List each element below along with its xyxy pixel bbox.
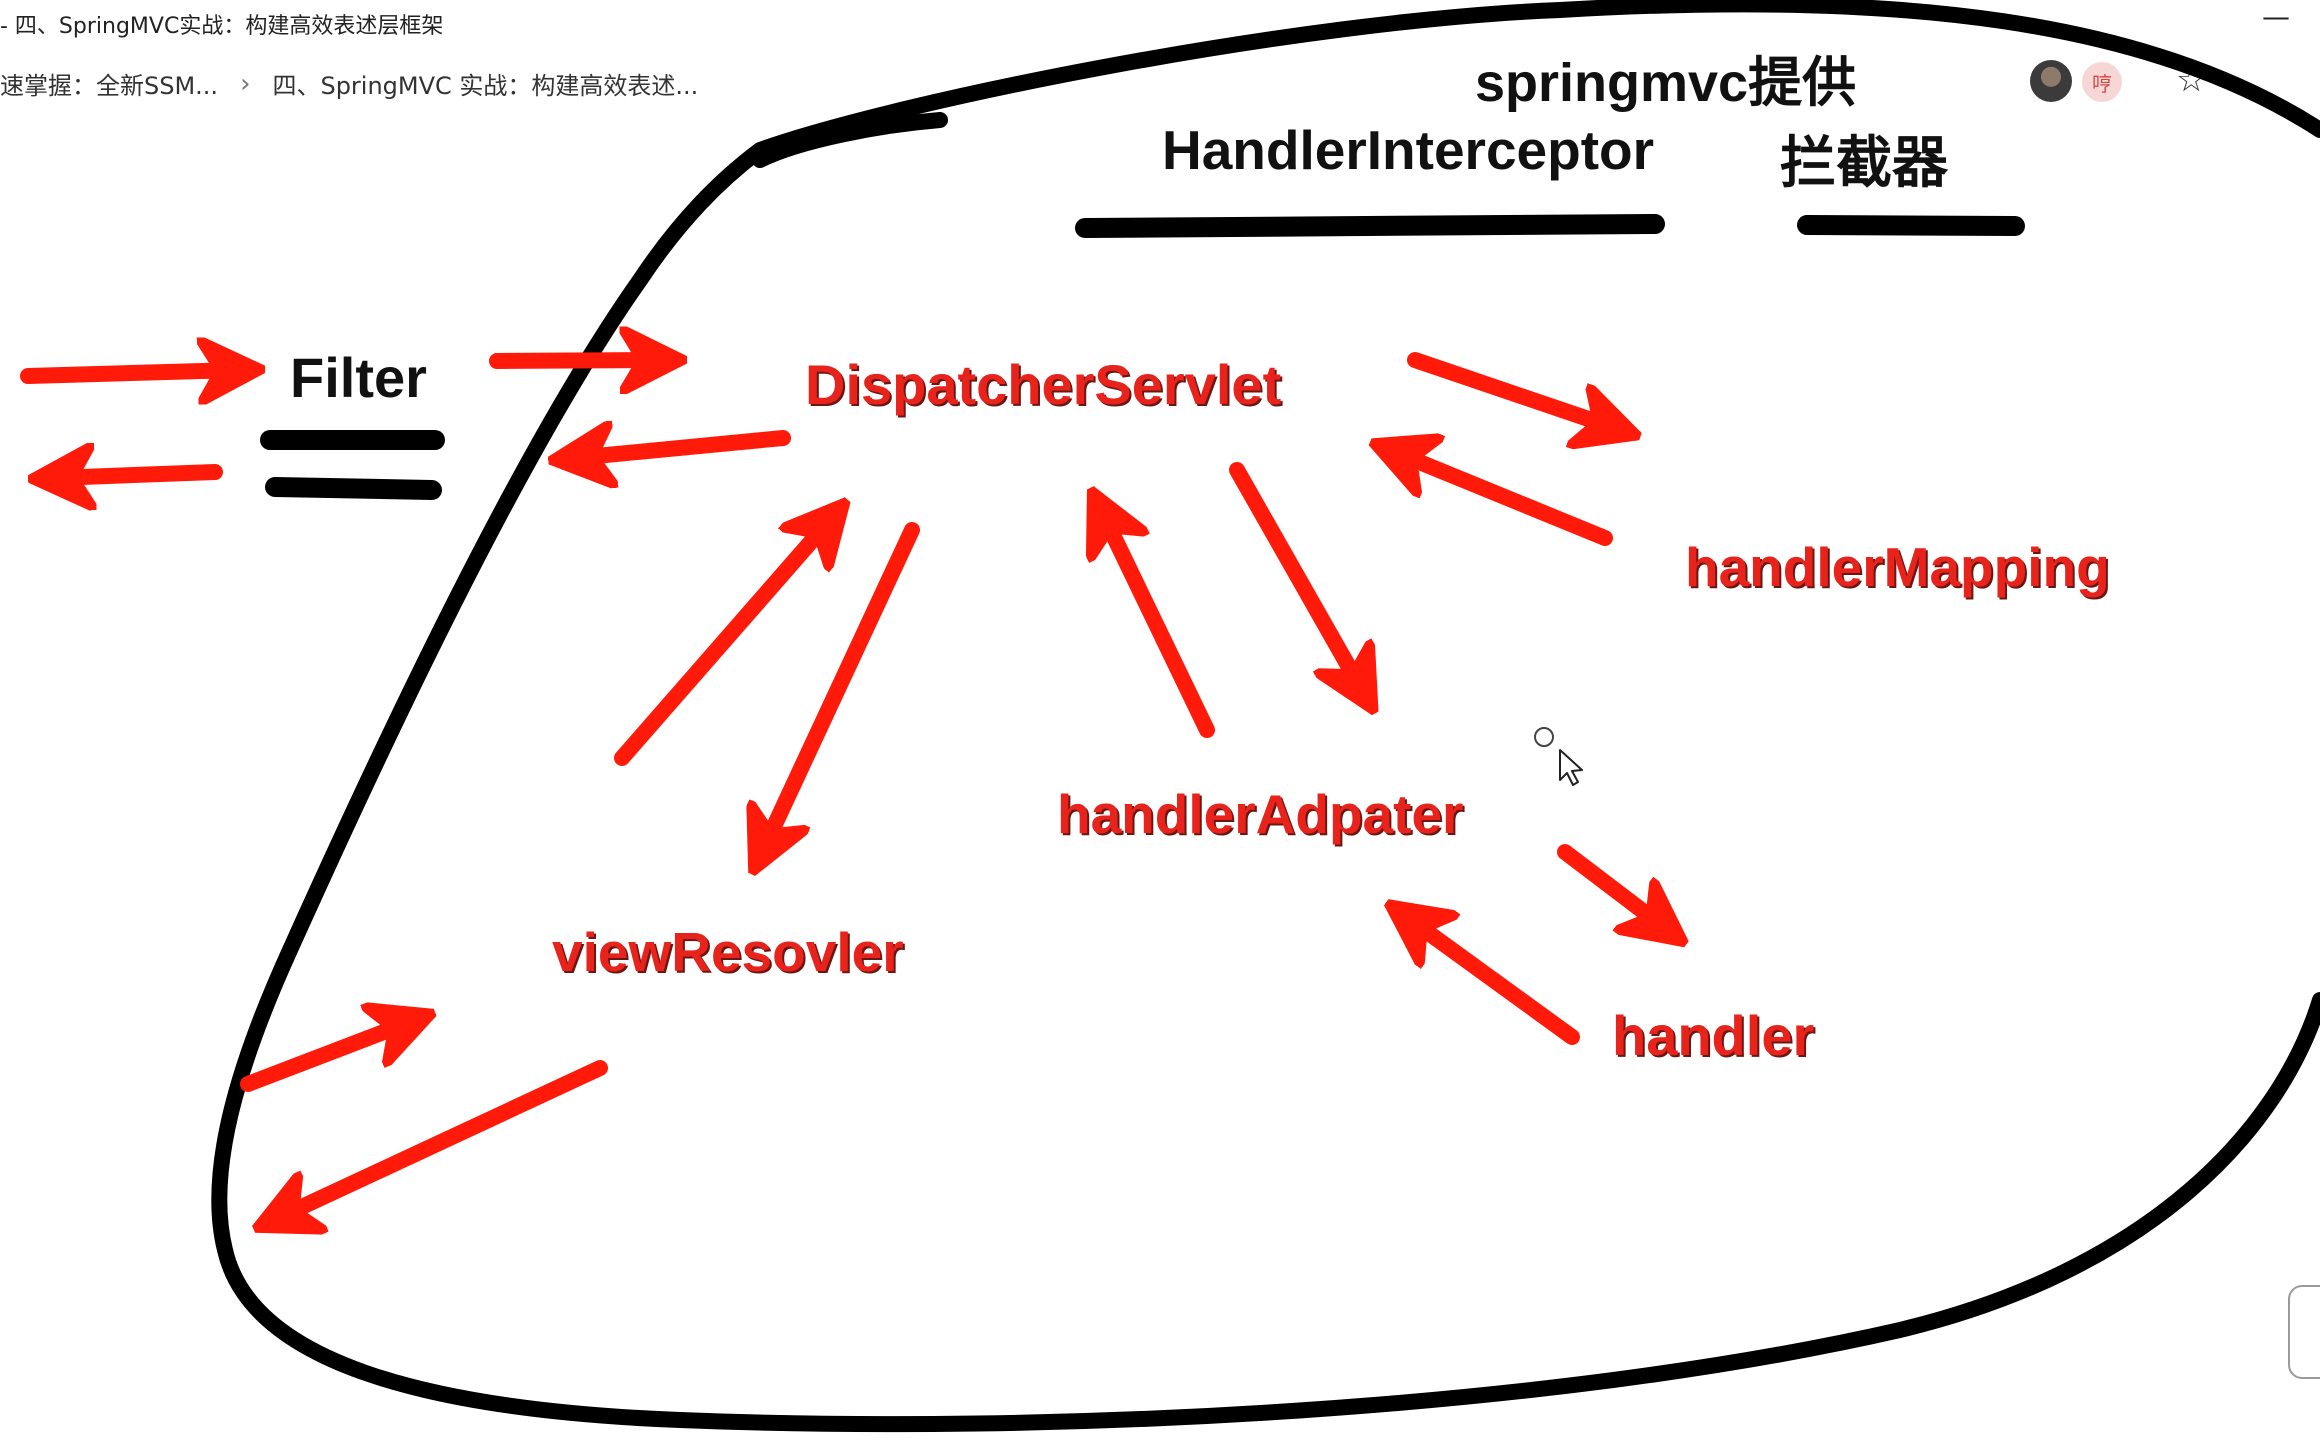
side-panel-tab[interactable]	[2288, 1285, 2320, 1379]
profile-badge[interactable]: 哼	[2082, 62, 2122, 102]
bookmarks-bar: 速掌握：全新SSM... › 四、SpringMVC 实战：构建高效表述...	[0, 66, 698, 101]
filter-label: Filter	[290, 346, 427, 409]
filter-underline-2	[265, 477, 442, 500]
bookmark-item[interactable]: 四、SpringMVC 实战：构建高效表述...	[272, 72, 699, 100]
springmvc-title: springmvc提供	[1475, 53, 1857, 113]
arrow-dispatcher-to-filter	[575, 438, 791, 458]
toolbar-icons: 哼 ☆	[2020, 56, 2320, 136]
handler-adapter-label: handlerAdpater	[1057, 783, 1464, 845]
interceptor-underline	[1075, 214, 1665, 238]
bookmark-item[interactable]: 速掌握：全新SSM...	[0, 72, 219, 100]
arrow-adapter-to-dispatcher	[1102, 512, 1215, 738]
interceptor-cn-label: 拦截器	[1780, 131, 1948, 194]
avatar[interactable]	[2030, 60, 2072, 102]
container-boundary	[211, 0, 2320, 1433]
dispatcher-servlet-label: DispatcherServlet	[805, 353, 1282, 416]
arrow-view-out	[278, 1060, 608, 1218]
handler-mapping-label: handlerMapping	[1685, 536, 2110, 598]
arrow-dispatcher-to-adapter	[1229, 462, 1362, 690]
container-boundary-top-stroke	[752, 112, 948, 168]
arrow-filter-to-dispatcher	[489, 360, 660, 361]
minimize-icon[interactable]: —	[2262, 0, 2290, 33]
view-resolver-label: viewResovler	[552, 921, 904, 983]
arrow-in-to-filter	[20, 370, 238, 376]
arrow-in-to-view	[240, 1022, 410, 1092]
arrow-view-to-dispatcher	[614, 520, 830, 766]
handler-label: handler	[1612, 1004, 1815, 1067]
arrow-mapping-to-dispatcher	[1395, 452, 1613, 546]
window-title: - 四、SpringMVC实战：构建高效表述层框架	[0, 14, 444, 39]
arrow-adapter-to-handler	[1557, 844, 1665, 928]
chevron-right-icon: ›	[240, 68, 251, 99]
arrow-dispatcher-to-view	[763, 522, 920, 850]
arrow-dispatcher-to-mapping	[1407, 352, 1615, 428]
cursor-icon	[1534, 727, 1583, 786]
interceptor-label: HandlerInterceptor	[1162, 119, 1655, 181]
interceptor-cn-underline	[1797, 215, 2025, 236]
arrow-filter-out	[55, 472, 223, 478]
arrow-handler-to-adapter	[1408, 918, 1580, 1045]
